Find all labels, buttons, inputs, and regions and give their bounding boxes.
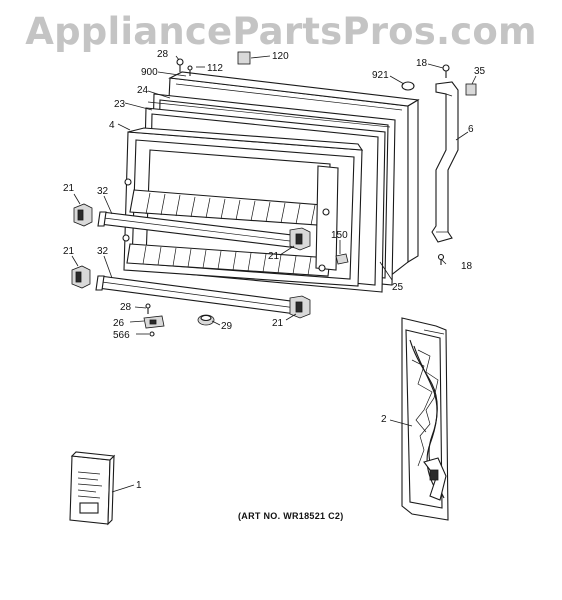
owner-manual — [69, 451, 116, 526]
callout-labels: 28 900 112 120 24 23 4 921 18 35 6 21 32… — [63, 49, 486, 491]
callout-1: 1 — [136, 480, 142, 491]
callout-29: 29 — [221, 321, 233, 332]
lower-shelf-ribs — [126, 243, 331, 277]
callout-921: 921 — [372, 70, 389, 81]
callout-112: 112 — [207, 63, 223, 74]
callout-150: 150 — [331, 230, 348, 241]
door-handle — [431, 81, 459, 243]
callout-32: 32 — [97, 246, 109, 257]
bar-end-cap — [71, 265, 91, 289]
hinge-150 — [335, 253, 349, 265]
art-number: (ART NO. WR18521 C2) — [238, 511, 344, 521]
stop-26 — [143, 315, 165, 329]
door-inner-liner — [122, 127, 364, 287]
bar-end-cap — [289, 295, 311, 319]
callout-21: 21 — [272, 318, 284, 329]
screw-18-top — [442, 64, 450, 78]
leader-lines — [71, 55, 477, 493]
callout-25: 25 — [392, 282, 404, 293]
callout-28: 28 — [120, 302, 132, 313]
screw-18-bottom — [437, 253, 445, 265]
screw-28-lower — [145, 303, 151, 314]
callout-566: 566 — [113, 330, 130, 341]
bumper-29 — [197, 314, 215, 326]
wiring-duct-panel — [401, 317, 449, 521]
callout-900: 900 — [141, 67, 158, 78]
plug-921 — [401, 81, 415, 91]
watermark: AppliancePartsPros.com — [25, 10, 537, 53]
bar-end-cap — [73, 203, 93, 227]
upper-shelf-bar — [97, 211, 301, 249]
callout-23: 23 — [114, 99, 126, 110]
upper-shelf-ribs — [129, 189, 336, 227]
callout-6: 6 — [468, 124, 474, 135]
callout-18: 18 — [416, 58, 428, 69]
callout-4: 4 — [109, 120, 115, 131]
callout-120: 120 — [272, 51, 289, 62]
callout-21: 21 — [63, 246, 75, 257]
bar-end-cap — [289, 227, 311, 251]
callout-32: 32 — [97, 186, 109, 197]
callout-21: 21 — [268, 251, 280, 262]
screw-566 — [149, 331, 155, 337]
plug-120 — [237, 51, 251, 65]
callout-26: 26 — [113, 318, 125, 329]
callout-28: 28 — [157, 49, 169, 60]
callout-21: 21 — [63, 183, 75, 194]
callout-2: 2 — [381, 414, 387, 425]
screw-28 — [176, 58, 184, 72]
callout-18: 18 — [461, 261, 473, 272]
callout-24: 24 — [137, 85, 149, 96]
screw-112 — [187, 65, 193, 76]
cap-35 — [465, 83, 477, 96]
callout-35: 35 — [474, 66, 486, 77]
